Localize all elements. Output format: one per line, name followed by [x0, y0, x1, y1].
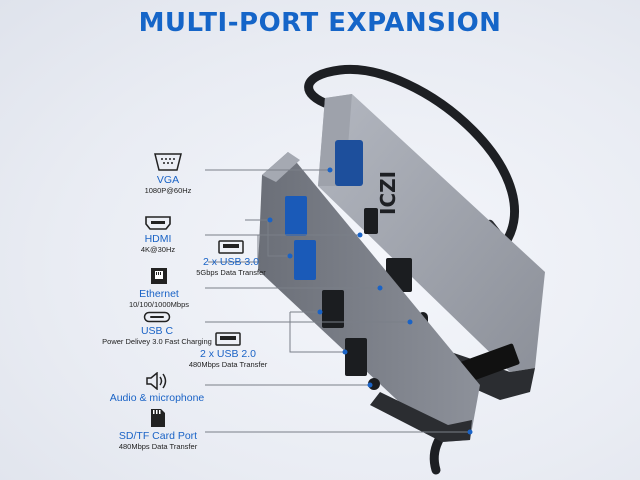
usb3-port-2: [294, 240, 316, 280]
sd-card-sub: 480Mbps Data Transfer: [118, 442, 198, 451]
usb2-sub: 480Mbps Data Transfer: [188, 360, 268, 369]
feature-ethernet: Ethernet 10/100/1000Mbps: [116, 266, 202, 310]
usb3-port-1: [285, 196, 307, 236]
feature-vga: VGA 1080P@60Hz: [128, 152, 208, 196]
feature-sd-card: SD/TF Card Port 480Mbps Data Transfer: [108, 408, 208, 452]
usb-c-sub: Power Delivey 3.0 Fast Charging: [102, 337, 212, 346]
usb3-label: 2 x USB 3.0: [202, 256, 260, 268]
hdmi-sub: 4K@30Hz: [140, 245, 176, 254]
ethernet-sub: 10/100/1000Mbps: [128, 300, 190, 309]
usb-c-cable: [304, 64, 519, 255]
hub-back: ICZI: [318, 94, 545, 400]
hdmi-port: [364, 208, 378, 234]
speaker-icon: [146, 372, 167, 390]
vga-port: [335, 140, 363, 186]
usb-c-icon: [143, 311, 171, 323]
sd-card-label: SD/TF Card Port: [118, 430, 198, 442]
usb2-port-2: [345, 338, 367, 376]
audio-label: Audio & microphone: [109, 392, 205, 404]
usb2-port-1: [322, 290, 344, 328]
hdmi-label: HDMI: [144, 233, 172, 245]
callout-lines: [205, 169, 470, 433]
brand-logo: ICZI: [376, 171, 400, 215]
card-slot: [460, 343, 520, 383]
sd-card-icon: [151, 409, 165, 427]
feature-hdmi: HDMI 4K@30Hz: [128, 215, 188, 255]
feature-usb-c: USB C Power Delivey 3.0 Fast Charging: [100, 311, 214, 347]
usb-a-icon: [215, 332, 241, 346]
usb-c-label: USB C: [140, 325, 174, 337]
ethernet-icon: [151, 268, 167, 284]
feature-audio: Audio & microphone: [104, 372, 210, 404]
usb2-label: 2 x USB 2.0: [199, 348, 257, 360]
vga-icon: [154, 153, 182, 171]
ethernet-label: Ethernet: [139, 288, 179, 300]
vga-sub: 1080P@60Hz: [144, 186, 192, 195]
feature-usb3: 2 x USB 3.0 5Gbps Data Transfer: [186, 240, 276, 278]
feature-usb2: 2 x USB 2.0 480Mbps Data Transfer: [180, 332, 276, 370]
hub-front: [258, 152, 480, 442]
page-title: MULTI-PORT EXPANSION: [138, 8, 502, 38]
usb3-sub: 5Gbps Data Transfer: [196, 268, 266, 277]
vga-label: VGA: [156, 174, 180, 186]
hdmi-icon: [145, 216, 171, 230]
usb-a-icon: [218, 240, 244, 254]
